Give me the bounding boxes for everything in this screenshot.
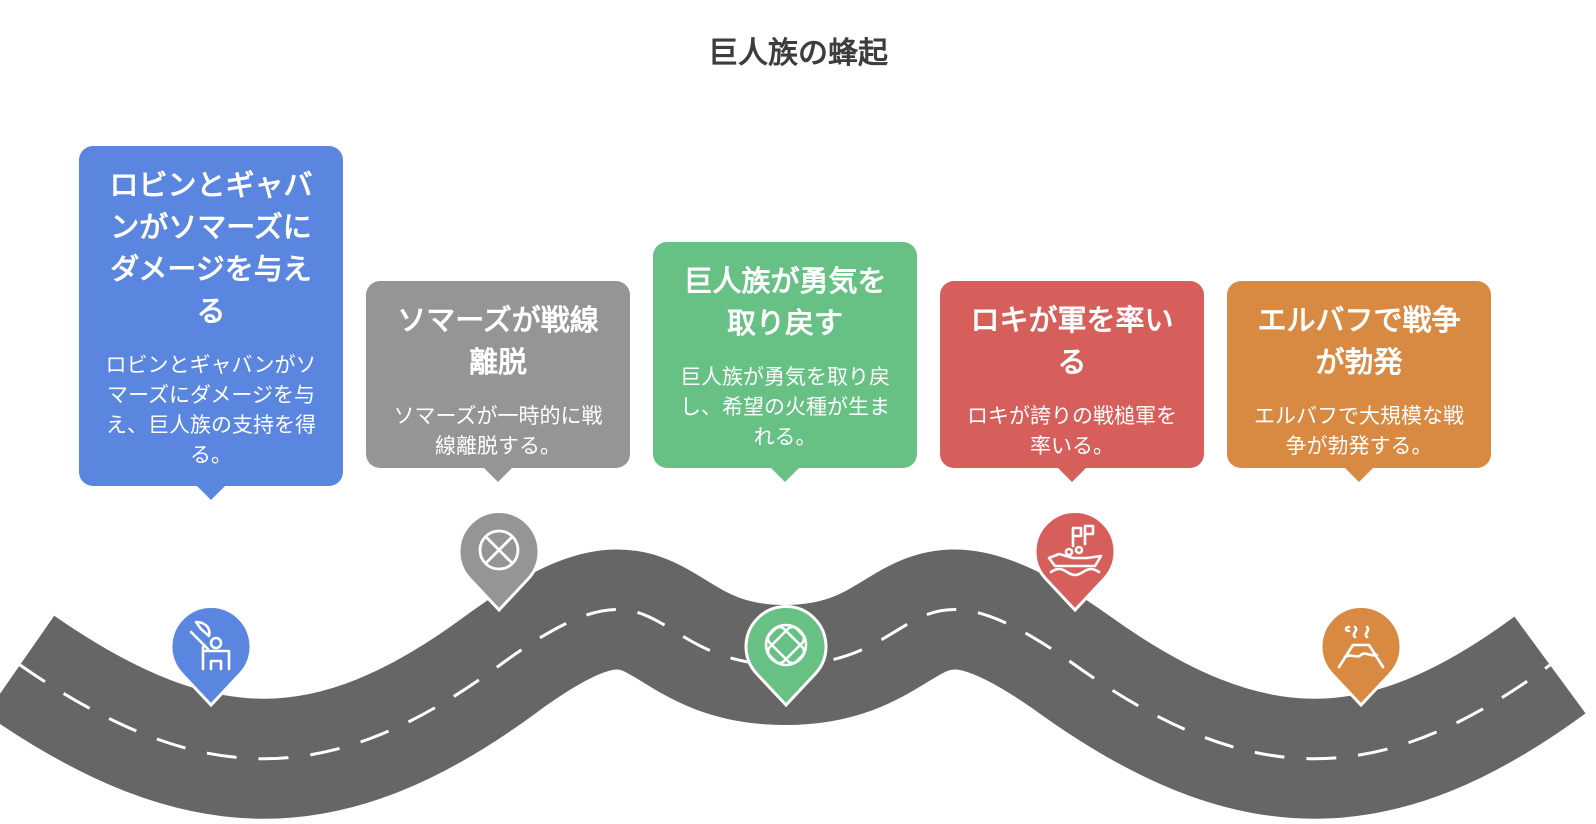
step-title: ロビンとギャバンがソマーズにダメージを与える [109,168,313,328]
step-card-1: ロビンとギャバンがソマーズにダメージを与える ロビンとギャバンがソマーズにダメー… [79,146,343,500]
pin-marker-2 [457,510,541,613]
axe-giant-icon [189,620,231,671]
step-body: エルバフで大規模な戦争が勃発する。 [1254,404,1464,458]
ship-flags-icon [1047,524,1103,577]
pin-marker-3 [744,605,828,708]
bandage-icon [764,623,808,667]
volcano-icon [1337,625,1385,669]
step-body: ロビンとギャバンがソマーズにダメージを与え、巨人族の支持を得る。 [105,353,317,467]
step-title: エルバフで戦争が勃発 [1257,303,1461,379]
step-title: 巨人族が勇気を取り戻す [683,264,887,340]
step-card-3: 巨人族が勇気を取り戻す 巨人族が勇気を取り戻し、希望の火種が生まれる。 [653,242,917,482]
step-body: 巨人族が勇気を取り戻し、希望の火種が生まれる。 [680,365,890,449]
diagram-title: 巨人族の蜂起 [708,36,888,71]
step-card-2: ソマーズが戦線離脱 ソマーズが一時的に戦線離脱する。 [366,281,630,482]
step-title: ソマーズが戦線離脱 [397,303,599,379]
x-circle-icon [478,529,520,571]
pin-marker-5 [1319,605,1403,708]
step-title: ロキが軍を率いる [970,303,1174,379]
pin-marker-1 [169,605,253,708]
pin-marker-4 [1033,510,1117,613]
step-card-5: エルバフで戦争が勃発 エルバフで大規模な戦争が勃発する。 [1227,281,1491,482]
step-card-4: ロキが軍を率いる ロキが誇りの戦槌軍を率いる。 [940,281,1204,482]
step-body: ソマーズが一時的に戦線離脱する。 [393,404,603,458]
step-body: ロキが誇りの戦槌軍を率いる。 [967,404,1177,458]
